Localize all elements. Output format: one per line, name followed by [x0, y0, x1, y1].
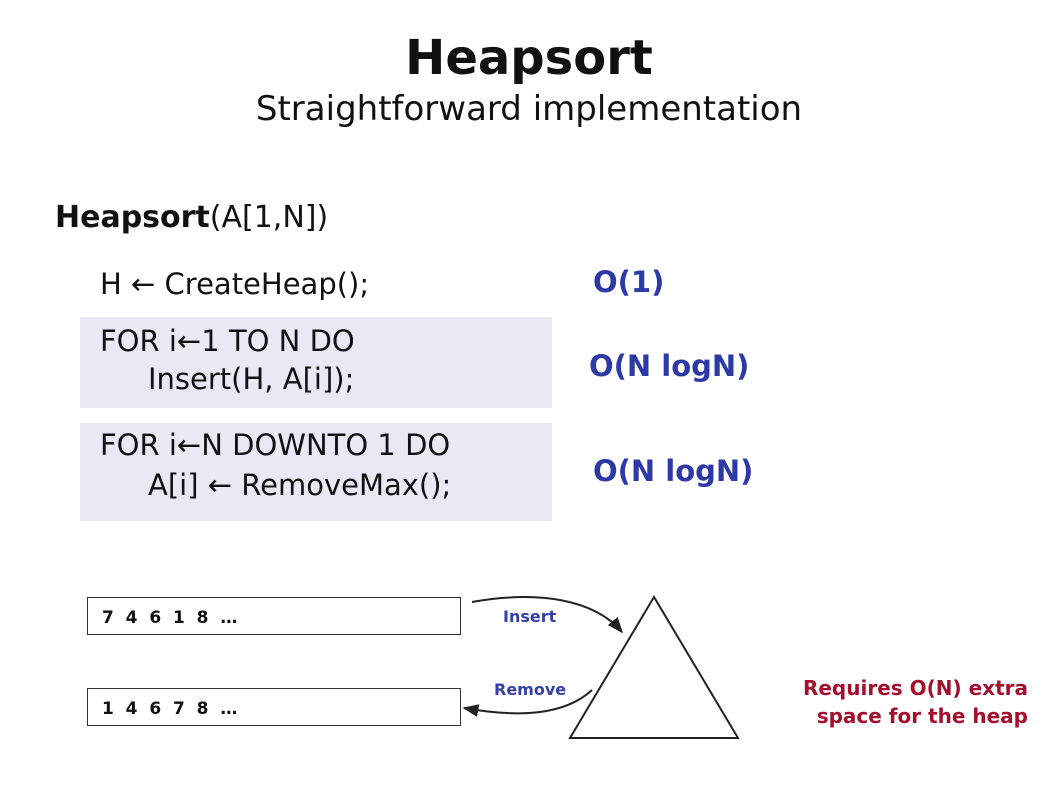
function-name: Heapsort: [55, 200, 210, 235]
code-line-for-remove: FOR i←N DOWNTO 1 DO: [100, 428, 451, 462]
insert-arrow: [471, 596, 624, 634]
code-block-remove: FOR i←N DOWNTO 1 DO A[i] ← RemoveMax();: [80, 423, 552, 521]
slide-subtitle: Straightforward implementation: [255, 89, 803, 129]
complexity-remove-loop: O(N logN): [593, 454, 754, 488]
function-params: (A[1,N]): [209, 200, 329, 235]
heap-triangle: [568, 595, 740, 739]
complexity-insert-loop: O(N logN): [589, 349, 750, 383]
function-signature: Heapsort(A[1,N]): [55, 198, 328, 238]
code-line-for-insert: FOR i←1 TO N DO: [100, 324, 355, 358]
note-line-2: space for the heap: [816, 704, 1028, 728]
note-line-1: Requires O(N) extra: [802, 676, 1028, 700]
input-array: 7 4 6 1 8 …: [87, 597, 461, 635]
output-array: 1 4 6 7 8 …: [87, 688, 461, 726]
code-line-create-heap: H ← CreateHeap();: [100, 267, 370, 301]
slide-title: Heapsort: [405, 30, 653, 86]
space-requirement-note: Requires O(N) extra space for the heap: [700, 674, 1028, 730]
code-line-insert-call: Insert(H, A[i]);: [148, 362, 355, 396]
remove-label: Remove: [494, 680, 567, 699]
insert-label: Insert: [503, 607, 557, 626]
complexity-create-heap: O(1): [593, 265, 665, 299]
code-block-insert: FOR i←1 TO N DO Insert(H, A[i]);: [80, 317, 552, 408]
code-line-remove-call: A[i] ← RemoveMax();: [148, 468, 452, 502]
remove-arrow: [462, 689, 593, 717]
